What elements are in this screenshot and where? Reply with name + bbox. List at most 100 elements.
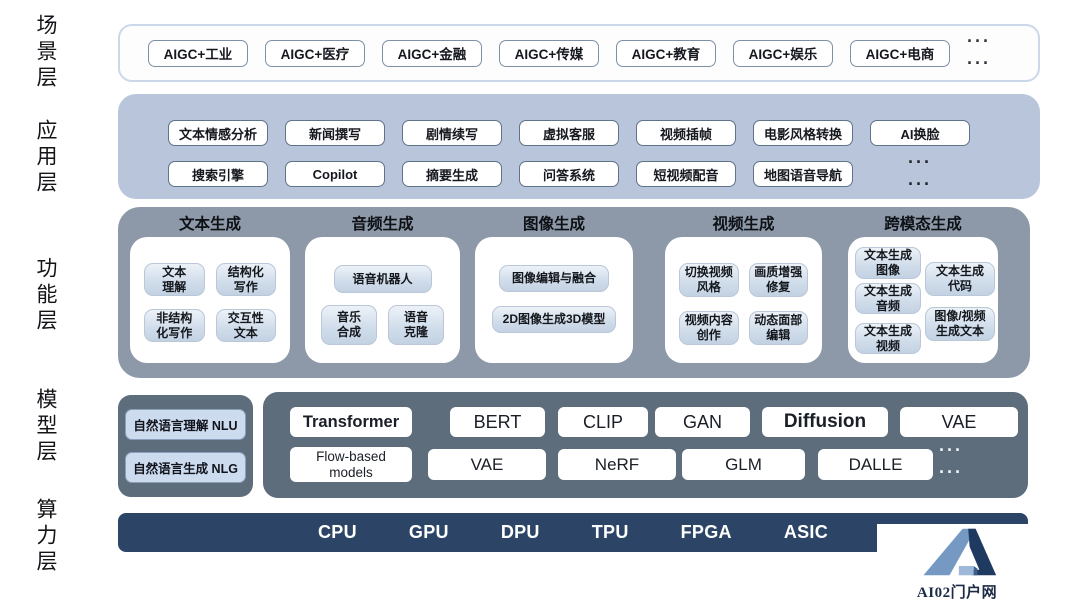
ellipsis-row: ··· [939, 440, 963, 460]
function-chip: 交互性 文本 [215, 309, 276, 342]
model-chip: VAE [428, 449, 546, 480]
model-chip: NeRF [558, 449, 676, 480]
function-chip: 图像/视频 生成文本 [925, 307, 995, 341]
application-chip: 视频插帧 [636, 120, 736, 146]
scenario-chip: AIGC+传媒 [499, 39, 599, 67]
scenario-chip: AIGC+教育 [616, 39, 716, 67]
layer-label-compute: 算力层 [34, 498, 57, 576]
function-chip: 切换视频 风格 [679, 263, 739, 297]
model-chip: VAE [900, 407, 1018, 437]
group-audio-generation: 音频生成 语音机器人 音乐 合成 语音 克隆 [305, 213, 460, 363]
chip-column: 语音机器人 音乐 合成 语音 克隆 [305, 237, 460, 363]
layer-label-model: 模型层 [34, 388, 57, 466]
group-title: 文本生成 [178, 216, 241, 233]
application-chip: 文本情感分析 [168, 120, 268, 146]
function-chip: 2D图像生成3D模型 [492, 306, 616, 333]
chip-grid: 文本 理解 结构化 写作 非结构 化写作 交互性 文本 [144, 263, 276, 342]
group-image-generation: 图像生成 图像编辑与融合 2D图像生成3D模型 [475, 213, 633, 363]
compute-item: ASIC [783, 522, 829, 542]
function-chip: 音乐 合成 [321, 305, 377, 345]
model-box: Transformer BERT CLIP GAN Diffusion VAE … [263, 392, 1028, 498]
function-chip: 文本生成 图像 [855, 247, 921, 279]
ellipsis-slot: ··· ··· [870, 152, 970, 194]
application-chip: 虚拟客服 [519, 120, 619, 146]
function-chip: 结构化 写作 [215, 263, 276, 296]
application-chip: 剧情续写 [402, 120, 502, 146]
ellipsis-row: ··· [967, 53, 991, 73]
model-chip-nlg: 自然语言生成 NLG [125, 452, 246, 483]
model-chip: Transformer [290, 407, 412, 437]
function-chip: 图像编辑与融合 [499, 265, 609, 292]
chip-pair: 音乐 合成 语音 克隆 [321, 305, 444, 345]
ellipsis-more: ··· ··· [908, 152, 932, 194]
compute-item: FPGA [680, 522, 732, 542]
ellipsis-row: ··· [939, 462, 963, 482]
application-chip: AI换脸 [870, 120, 970, 146]
group-text-generation: 文本生成 文本 理解 结构化 写作 非结构 化写作 交互性 文本 [130, 213, 290, 363]
group-card: 切换视频 风格 画质增强 修复 视频内容 创作 动态面部 编辑 [665, 237, 822, 363]
model-chip: Flow-based models [290, 447, 412, 482]
application-chip: 摘要生成 [402, 161, 502, 187]
function-chip: 画质增强 修复 [748, 263, 808, 297]
scenario-chip: AIGC+工业 [148, 39, 248, 67]
scenario-chip: AIGC+金融 [382, 39, 482, 67]
scenario-chip: AIGC+娱乐 [733, 39, 833, 67]
function-chip: 文本生成 音频 [855, 283, 921, 314]
application-chip: 短视频配音 [636, 161, 736, 187]
model-chip: CLIP [558, 407, 648, 437]
model-chip: GAN [655, 407, 750, 437]
application-row-2: 搜索引擎 Copilot 摘要生成 问答系统 短视频配音 地图语音导航 ··· … [168, 152, 1040, 194]
layer-label-scenario: 场景层 [34, 14, 57, 92]
group-video-generation: 视频生成 切换视频 风格 画质增强 修复 视频内容 创作 动态面部 编辑 [665, 213, 822, 363]
group-card: 文本 理解 结构化 写作 非结构 化写作 交互性 文本 [130, 237, 290, 363]
function-chip: 语音 克隆 [388, 305, 444, 345]
function-chip: 动态面部 编辑 [748, 311, 808, 345]
scenario-chip: AIGC+医疗 [265, 39, 365, 67]
model-chip: GLM [682, 449, 805, 480]
ellipsis-row: ··· [908, 152, 932, 172]
model-chip: BERT [450, 407, 545, 437]
brand-logo-icon [923, 528, 997, 576]
function-band: 文本生成 文本 理解 结构化 写作 非结构 化写作 交互性 文本 音频生成 语音… [118, 207, 1030, 378]
compute-item: CPU [318, 522, 357, 542]
function-chip: 非结构 化写作 [144, 309, 205, 342]
ellipsis-row: ··· [908, 174, 932, 194]
function-chip: 文本 理解 [144, 263, 205, 296]
ellipsis-row: ··· [967, 31, 991, 51]
model-chip: Diffusion [762, 407, 888, 437]
watermark-text: AI02门户网 [916, 585, 998, 601]
group-card: 文本生成 图像 文本生成 音频 文本生成 视频 文本生成 代码 图像/视频 生成… [848, 237, 998, 363]
chip-grid: 切换视频 风格 画质增强 修复 视频内容 创作 动态面部 编辑 [679, 263, 808, 345]
function-chip: 视频内容 创作 [679, 311, 739, 345]
application-chip: 电影风格转换 [753, 120, 853, 146]
application-chip: 问答系统 [519, 161, 619, 187]
nl-model-box: 自然语言理解 NLU 自然语言生成 NLG [118, 395, 253, 497]
group-title: 跨模态生成 [884, 216, 962, 233]
function-chip: 文本生成 代码 [925, 262, 995, 296]
application-band: 文本情感分析 新闻撰写 剧情续写 虚拟客服 视频插帧 电影风格转换 AI换脸 搜… [118, 94, 1040, 199]
layer-label-function: 功能层 [34, 257, 57, 335]
application-chip: 新闻撰写 [285, 120, 385, 146]
group-card: 语音机器人 音乐 合成 语音 克隆 [305, 237, 460, 363]
compute-item: GPU [408, 522, 449, 542]
group-title: 音频生成 [351, 216, 414, 233]
compute-bar: CPU GPU DPU TPU FPGA ASIC [118, 513, 1028, 552]
compute-item: DPU [500, 522, 540, 542]
group-title: 视频生成 [712, 216, 775, 233]
application-chip: 搜索引擎 [168, 161, 268, 187]
function-chip: 文本生成 视频 [855, 323, 921, 354]
compute-item: TPU [591, 522, 629, 542]
function-chip: 语音机器人 [333, 265, 432, 293]
application-chip: 地图语音导航 [753, 161, 853, 187]
layer-label-application: 应用层 [34, 119, 57, 197]
ellipsis-more: ··· ··· [967, 31, 991, 73]
application-chip: Copilot [285, 161, 385, 187]
group-title: 图像生成 [522, 216, 585, 233]
chip-column: 图像编辑与融合 2D图像生成3D模型 [475, 237, 633, 363]
scenario-chip: AIGC+电商 [850, 39, 950, 67]
model-chip-nlu: 自然语言理解 NLU [125, 409, 246, 440]
ellipsis-more: ··· ··· [939, 440, 963, 482]
application-row-1: 文本情感分析 新闻撰写 剧情续写 虚拟客服 视频插帧 电影风格转换 AI换脸 [168, 120, 1040, 146]
group-card: 图像编辑与融合 2D图像生成3D模型 [475, 237, 633, 363]
